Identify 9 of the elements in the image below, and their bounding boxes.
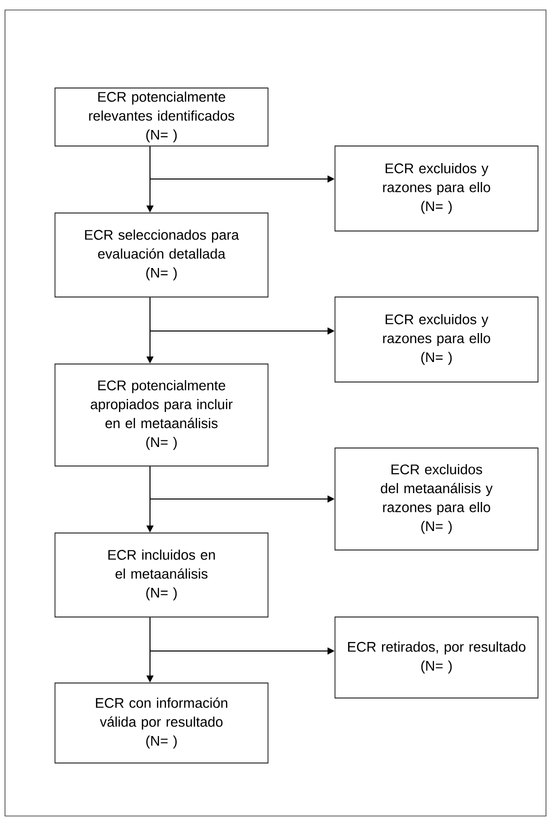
process-box: ECR con información válida por resultado (N= ): [54, 682, 268, 764]
process-box: ECR potencialmente apropiados para incluir en el metaanálisis (N= ): [54, 364, 268, 466]
process-box: ECR excluidos del metaanálisis y razones para ello (N= ): [334, 448, 538, 550]
process-box: ECR potencialmente relevantes identificados (N= ): [54, 88, 268, 146]
process-box: ECR excluidos y razones para ello (N= ): [334, 296, 538, 382]
process-box: ECR seleccionados para evaluación detallada (N= ): [54, 212, 268, 298]
process-box: ECR excluidos y razones para ello (N= ): [334, 146, 538, 232]
process-box: ECR incluidos en el metaanálisis (N= ): [54, 532, 268, 618]
process-box: ECR retirados, por resultado (N= ): [334, 616, 538, 698]
